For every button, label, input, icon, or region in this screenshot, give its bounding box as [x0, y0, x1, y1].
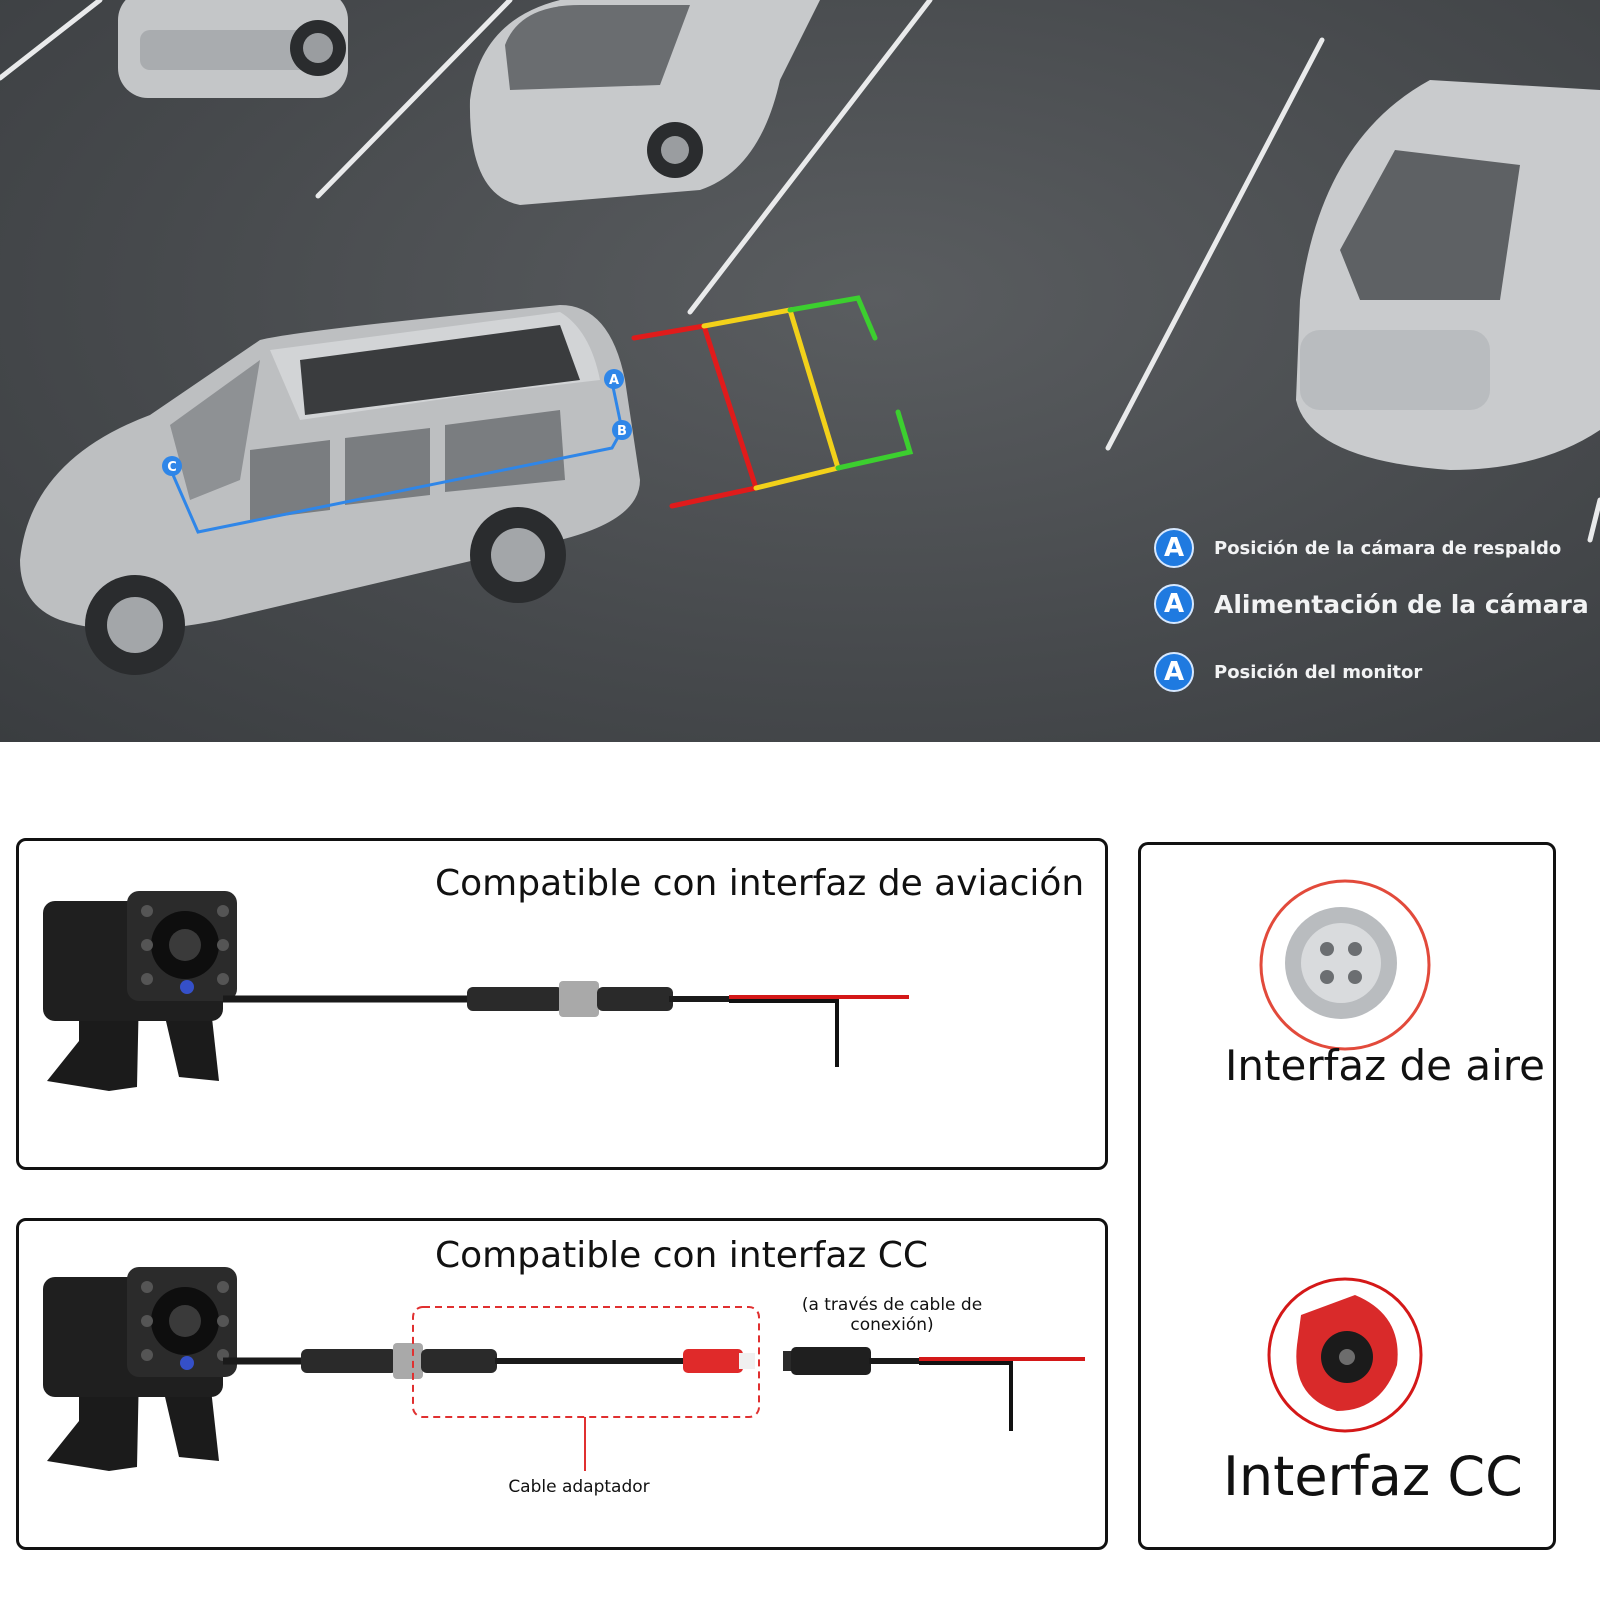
aviation-interface-panel: Compatible con interfaz de aviación: [16, 838, 1108, 1170]
dc-wiring-diagram: [43, 1267, 1085, 1471]
route-marker-b-label: B: [617, 424, 627, 439]
aviation-wiring-diagram: [43, 891, 909, 1091]
aviation-panel-title: Compatible con interfaz de aviación: [435, 863, 1085, 904]
dc-interface-panel: Compatible con interfaz CC (a través de …: [16, 1218, 1108, 1550]
legend-text: Alimentación de la cámara: [1214, 589, 1589, 619]
route-marker-a-label: A: [609, 373, 619, 388]
route-marker-c: [162, 456, 182, 476]
parked-car-2: [469, 0, 820, 205]
aviation-connector-icon: [1259, 879, 1431, 1051]
parking-guide-lines: [631, 295, 914, 509]
aviation-connector-icon: [467, 981, 673, 1017]
legend-item-camera-power: A Alimentación de la cámara: [1154, 584, 1589, 624]
camera-wire-route: [168, 381, 624, 534]
black-dc-plug-icon: [783, 1347, 871, 1375]
dc-connector-icon: [1267, 1277, 1423, 1433]
adapter-cable-highlight: [412, 1306, 760, 1418]
legend-item-monitor-position: A Posición del monitor: [1154, 652, 1422, 692]
parked-car-3: [1296, 80, 1600, 470]
legend-item-camera-position: A Posición de la cámara de respaldo: [1154, 528, 1561, 568]
route-marker-a: [604, 369, 624, 389]
legend-text: Posición de la cámara de respaldo: [1214, 537, 1562, 559]
via-cable-note: (a través de cable de conexión): [801, 1295, 983, 1335]
route-marker-c-label: C: [167, 460, 177, 475]
legend-text: Posición del monitor: [1214, 661, 1423, 683]
interface-types-panel: Interfaz de aire Interfaz CC: [1138, 842, 1556, 1550]
suv-illustration: [20, 305, 640, 675]
parking-lot-illustration: A B C: [0, 0, 1600, 675]
dc-interface-label: Interfaz CC: [1223, 1445, 1523, 1508]
legend-badge-icon: A: [1154, 584, 1194, 624]
dc-panel-title: Compatible con interfaz CC: [435, 1235, 929, 1276]
backup-camera-icon: [43, 891, 237, 1091]
air-interface-label: Interfaz de aire: [1225, 1041, 1545, 1090]
parked-car-1: [118, 0, 348, 98]
backup-camera-icon: [43, 1267, 237, 1471]
red-dc-plug-icon: [683, 1349, 755, 1373]
legend-badge-icon: A: [1154, 652, 1194, 692]
parking-scene: A B C A Posición de la cámara de respald…: [0, 0, 1600, 742]
legend-badge-icon: A: [1154, 528, 1194, 568]
route-marker-b: [612, 420, 632, 440]
adapter-cable-label: Cable adaptador: [508, 1477, 650, 1497]
interface-illustrations: [1259, 879, 1431, 1433]
